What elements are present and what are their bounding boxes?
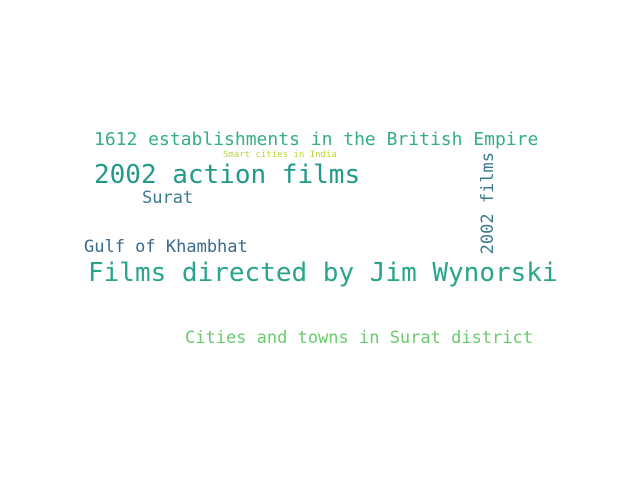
word-surat: Surat bbox=[142, 188, 194, 208]
word-2002-action-films: 2002 action films bbox=[94, 160, 361, 190]
word-cities-and-towns-in-surat-district: Cities and towns in Surat district bbox=[185, 328, 533, 348]
word-films-directed-by-jim-wynorski: Films directed by Jim Wynorski bbox=[88, 258, 558, 288]
word-gulf-of-khambhat: Gulf of Khambhat bbox=[84, 237, 248, 257]
word-1612-establishments: 1612 establishments in the British Empir… bbox=[94, 129, 539, 150]
word-smart-cities-in-india: Smart cities in India bbox=[223, 150, 337, 160]
word-2002-films: 2002 films bbox=[478, 152, 498, 255]
